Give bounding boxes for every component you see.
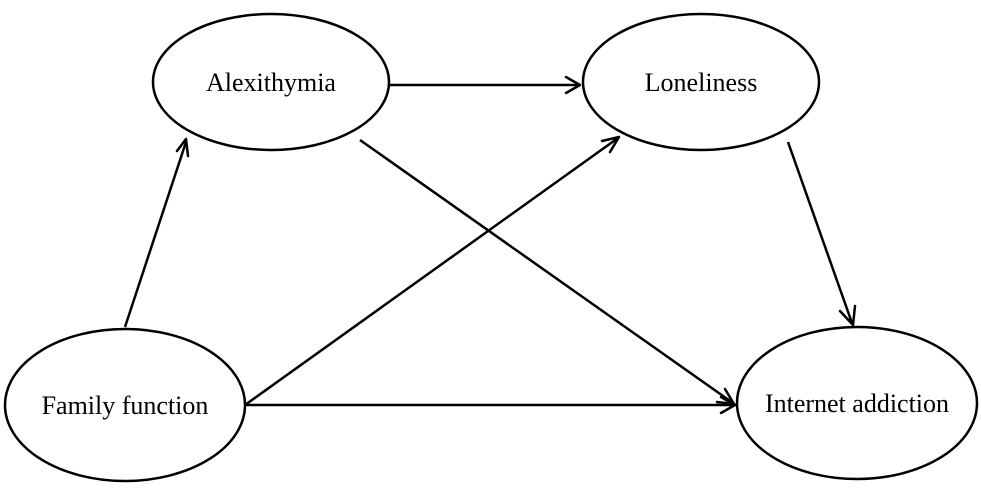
node-loneliness: Loneliness — [581, 12, 821, 152]
edge-loneliness-to-internet-addiction — [786, 141, 857, 327]
edge-alexithymia-to-internet-addiction — [359, 138, 736, 406]
node-internet-addiction-label: Internet addiction — [765, 389, 949, 418]
edges — [123, 75, 857, 415]
node-alexithymia-label: Alexithymia — [206, 68, 336, 97]
edge-family-function-to-loneliness — [244, 135, 621, 407]
node-internet-addiction: Internet addiction — [735, 325, 979, 481]
edge-family-function-to-alexithymia — [123, 137, 190, 328]
node-family-function-label: Family function — [42, 391, 209, 420]
edge-family-function-to-internet-addiction — [245, 395, 737, 415]
node-alexithymia: Alexithymia — [151, 12, 391, 152]
node-family-function: Family function — [3, 327, 247, 483]
node-loneliness-label: Loneliness — [645, 68, 758, 97]
edge-alexithymia-to-loneliness — [390, 75, 582, 95]
